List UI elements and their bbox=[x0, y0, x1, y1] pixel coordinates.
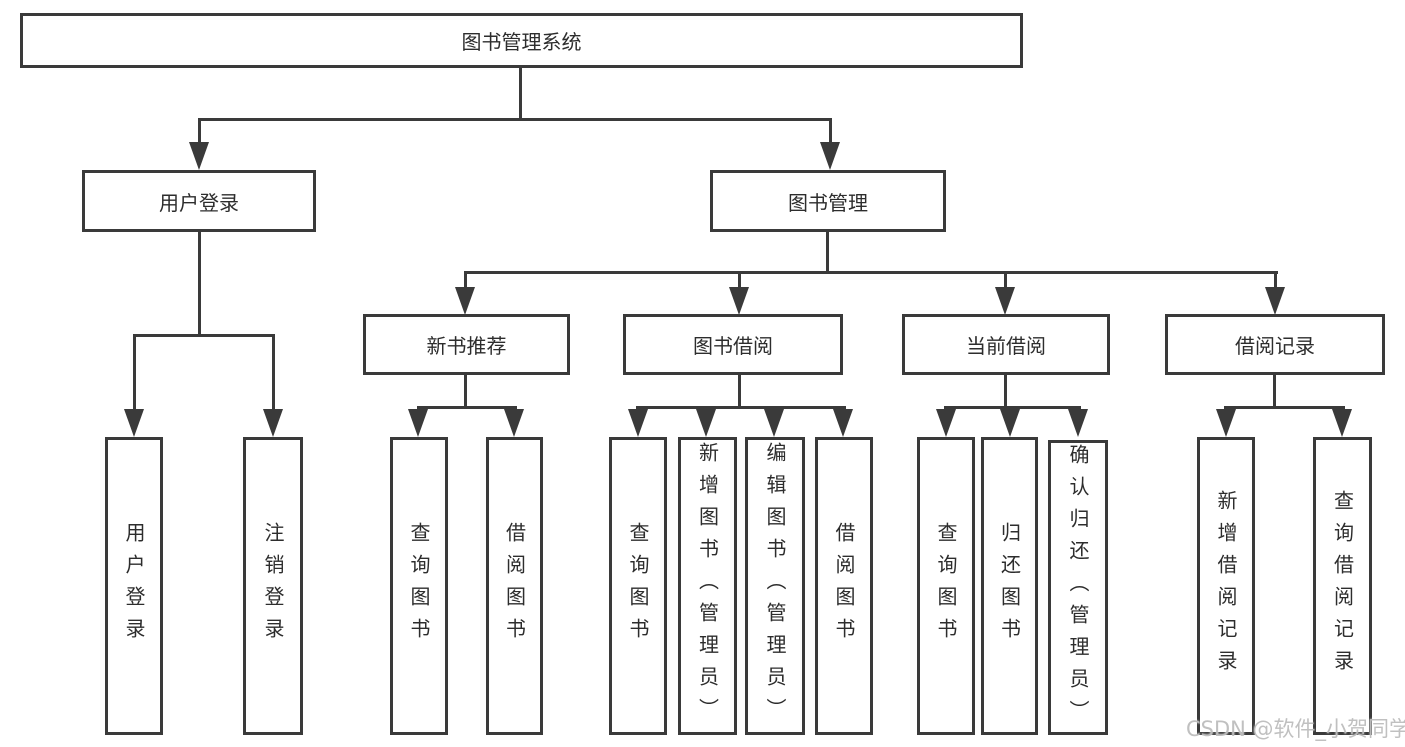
node-current-borrowing: 当前借阅 bbox=[902, 314, 1110, 375]
leaf-current-query-books: 查询图书 bbox=[917, 437, 975, 735]
connector-line bbox=[464, 273, 467, 287]
connector-line bbox=[826, 232, 829, 273]
connector-line bbox=[1004, 273, 1007, 287]
node-borrowing-records: 借阅记录 bbox=[1165, 314, 1385, 375]
connector-arrow-down-icon bbox=[504, 409, 524, 437]
leaf-borrowing-borrow-books: 借阅图书 bbox=[815, 437, 873, 735]
connector-line bbox=[464, 375, 467, 408]
connector-arrow-down-icon bbox=[1068, 409, 1088, 437]
connector-line bbox=[1224, 406, 1345, 409]
connector-line bbox=[738, 375, 741, 408]
connector-arrow-down-icon bbox=[455, 287, 475, 315]
leaf-newbook-borrow-books: 借阅图书 bbox=[486, 437, 543, 735]
leaf-records-query-record: 查询借阅记录 bbox=[1313, 437, 1372, 735]
connector-arrow-down-icon bbox=[729, 287, 749, 315]
leaf-borrowing-edit-books-admin: 编辑图书（管理员） bbox=[745, 437, 805, 735]
connector-line bbox=[829, 120, 832, 142]
connector-arrow-down-icon bbox=[124, 409, 144, 437]
connector-arrow-down-icon bbox=[1000, 409, 1020, 437]
connector-arrow-down-icon bbox=[628, 409, 648, 437]
leaf-borrowing-query-books: 查询图书 bbox=[609, 437, 667, 735]
node-new-book-recommendation: 新书推荐 bbox=[363, 314, 570, 375]
connector-arrow-down-icon bbox=[1216, 409, 1236, 437]
leaf-user-login: 用户登录 bbox=[105, 437, 163, 735]
connector-arrow-down-icon bbox=[995, 287, 1015, 315]
leaf-newbook-query-books: 查询图书 bbox=[390, 437, 448, 735]
connector-arrow-down-icon bbox=[696, 409, 716, 437]
leaf-current-confirm-return-admin: 确认归还（管理员） bbox=[1048, 440, 1108, 735]
node-root: 图书管理系统 bbox=[20, 13, 1023, 68]
node-user-login: 用户登录 bbox=[82, 170, 316, 232]
node-book-management: 图书管理 bbox=[710, 170, 946, 232]
connector-line bbox=[1274, 273, 1277, 287]
connector-arrow-down-icon bbox=[936, 409, 956, 437]
connector-arrow-down-icon bbox=[764, 409, 784, 437]
connector-line bbox=[1273, 375, 1276, 408]
connector-line bbox=[133, 336, 136, 409]
leaf-records-add-record: 新增借阅记录 bbox=[1197, 437, 1255, 735]
connector-arrow-down-icon bbox=[408, 409, 428, 437]
connector-line bbox=[198, 120, 201, 142]
connector-arrow-down-icon bbox=[263, 409, 283, 437]
connector-arrow-down-icon bbox=[833, 409, 853, 437]
connector-line bbox=[636, 406, 846, 409]
connector-arrow-down-icon bbox=[189, 142, 209, 170]
connector-line bbox=[464, 271, 1278, 274]
connector-line bbox=[417, 406, 517, 409]
connector-line bbox=[198, 118, 832, 121]
connector-line bbox=[198, 232, 201, 336]
connector-arrow-down-icon bbox=[820, 142, 840, 170]
leaf-borrowing-add-books-admin: 新增图书（管理员） bbox=[678, 437, 737, 735]
node-book-borrowing: 图书借阅 bbox=[623, 314, 843, 375]
watermark: CSDN @软件_小贺同学 bbox=[1186, 717, 1405, 741]
connector-line bbox=[944, 406, 1081, 409]
leaf-logout: 注销登录 bbox=[243, 437, 303, 735]
connector-line bbox=[738, 273, 741, 287]
connector-arrow-down-icon bbox=[1265, 287, 1285, 315]
connector-line bbox=[133, 334, 275, 337]
connector-line bbox=[272, 336, 275, 409]
connector-arrow-down-icon bbox=[1332, 409, 1352, 437]
leaf-current-return-books: 归还图书 bbox=[981, 437, 1038, 735]
connector-line bbox=[519, 68, 522, 121]
connector-line bbox=[1004, 375, 1007, 408]
